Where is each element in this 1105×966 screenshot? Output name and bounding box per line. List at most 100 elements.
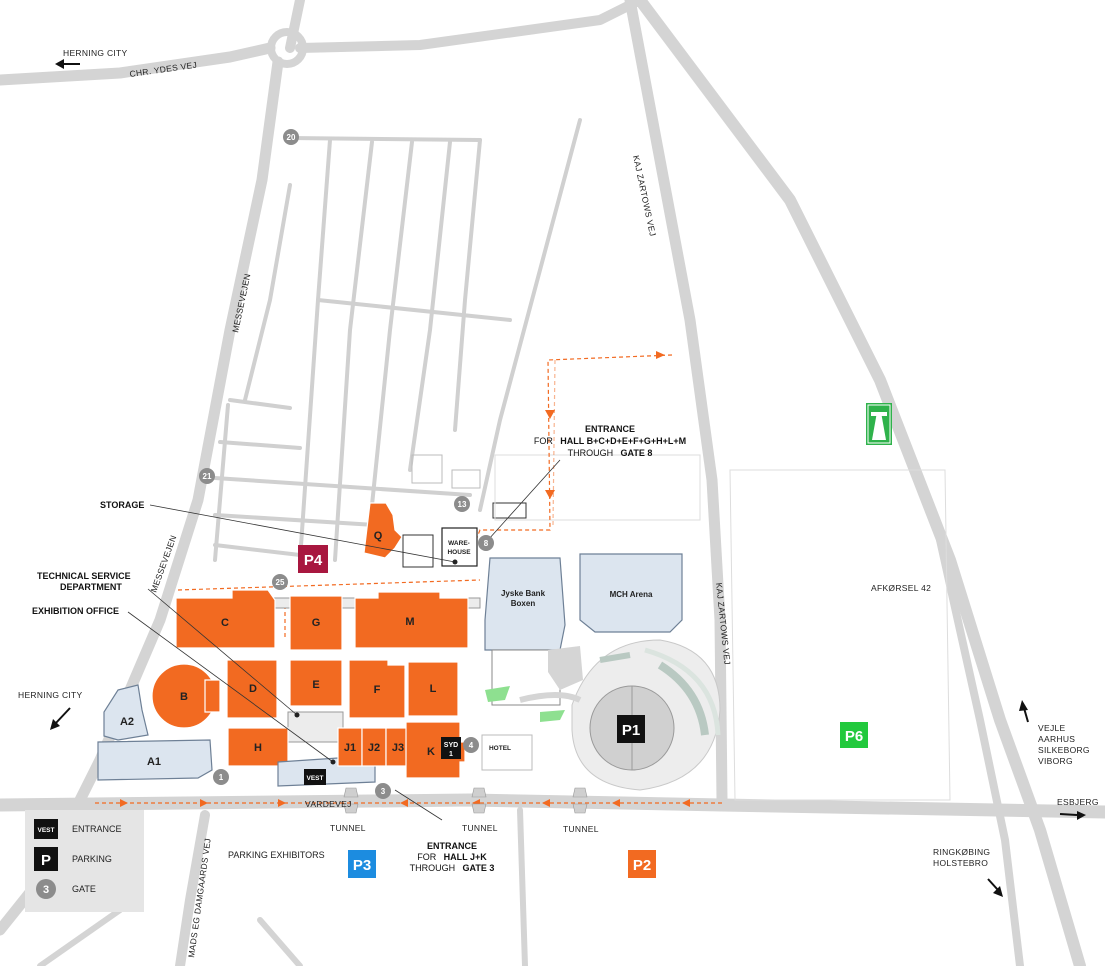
hall-m[interactable]: [354, 591, 469, 649]
dest-esbjerg: ESBJERG: [1057, 797, 1099, 807]
callout-lines: [127, 459, 561, 821]
svg-text:1: 1: [219, 773, 224, 782]
svg-text:P4: P4: [304, 552, 323, 569]
outdoor-area-grid: [213, 118, 951, 801]
dest-aarhus: AARHUS: [1038, 734, 1075, 744]
hall-j2[interactable]: [361, 727, 387, 767]
parking-p6[interactable]: P6: [840, 722, 868, 748]
hall-h[interactable]: [227, 727, 289, 767]
tunnel-label-1: TUNNEL: [330, 823, 366, 833]
callout-storage: STORAGE: [100, 500, 144, 510]
entrance-south-through: THROUGH GATE 3: [410, 858, 495, 875]
hall-k[interactable]: [405, 721, 466, 779]
callouts: STORAGE TECHNICAL SERVICE DEPARTMENT EXH…: [32, 424, 686, 875]
venue-labels: Jyske Bank Boxen MCH Arena WARE- HOUSE H…: [447, 540, 653, 752]
hall-j3-label: J3: [392, 742, 404, 754]
entrance-vest-label: VEST: [307, 775, 324, 782]
callout-exhibition-office: EXHIBITION OFFICE: [32, 606, 119, 616]
svg-text:20: 20: [287, 133, 296, 142]
svg-text:3: 3: [381, 787, 386, 796]
hall-f-label: F: [374, 684, 381, 696]
hall-m-label: M: [405, 616, 414, 628]
parking-p3[interactable]: P3: [348, 850, 376, 878]
svg-text:13: 13: [458, 500, 467, 509]
dest-vejle: VEJLE: [1038, 723, 1066, 733]
legend-parking-label: PARKING: [72, 854, 112, 864]
entrance-north-title: ENTRANCE: [585, 424, 635, 434]
svg-text:P3: P3: [353, 857, 371, 874]
entrance-north-through: THROUGH GATE 8: [568, 443, 653, 460]
callout-technical-2: DEPARTMENT: [60, 582, 122, 592]
parking-exhibitors-label: PARKING EXHIBITORS: [228, 850, 325, 860]
svg-text:P6: P6: [845, 728, 863, 745]
jyske-label-1: Jyske Bank: [501, 589, 546, 598]
entrance-syd-label-2: 1: [449, 751, 453, 758]
hall-a1-label: A1: [147, 756, 161, 768]
entrance-syd-box[interactable]: [441, 737, 461, 759]
hall-d-label: D: [249, 683, 257, 695]
entrance-vest-box[interactable]: [304, 769, 326, 785]
legend-entrance-swatch-label: VEST: [38, 827, 55, 834]
hall-a2-label: A2: [120, 716, 134, 728]
entrance-north-line: FOR HALL B+C+D+E+F+G+H+L+M: [534, 431, 686, 448]
hall-g[interactable]: [289, 595, 343, 651]
svg-text:21: 21: [203, 472, 212, 481]
parking-p2[interactable]: P2: [628, 850, 656, 878]
street-labels: HERNING CITY CHR. YDES VEJ MESSEVEJEN ME…: [18, 48, 1099, 958]
svg-text:P1: P1: [622, 722, 640, 739]
hall-q-label: Q: [374, 530, 383, 542]
gate-icon: 20 21 13 8 25 1 3 4: [199, 129, 494, 799]
hotel-label: HOTEL: [489, 745, 511, 752]
hall-a1[interactable]: [97, 739, 213, 781]
legend-entrance-swatch: [34, 819, 58, 839]
dest-ringkobing: RINGKØBING: [933, 847, 990, 857]
hall-e[interactable]: [289, 659, 343, 707]
warehouse-label-1: WARE-: [448, 540, 470, 547]
route-arrow-head: [545, 410, 555, 419]
hall-k-label: K: [427, 746, 435, 758]
svg-text:8: 8: [484, 539, 489, 548]
parking-p4[interactable]: P4: [298, 545, 328, 573]
hall-labels: C G M D E F L B H J1 J2 J3 K Q A1 A2: [120, 530, 437, 768]
dest-holstebro: HOLSTEBRO: [933, 858, 988, 868]
hall-l[interactable]: [407, 661, 459, 717]
hall-c-label: C: [221, 617, 229, 629]
hall-l-label: L: [430, 683, 437, 695]
roundabout: [267, 28, 307, 68]
entrance-syd-label-1: SYD: [444, 742, 458, 749]
parking-p1[interactable]: P1: [617, 715, 645, 743]
hall-b-annex: [204, 679, 221, 713]
tunnel-icon: [343, 787, 588, 814]
warehouse[interactable]: [441, 527, 478, 567]
herning-city-left: HERNING CITY: [18, 690, 83, 700]
hall-a2[interactable]: [103, 684, 149, 741]
legend-entrance-label: ENTRANCE: [72, 824, 122, 834]
dest-silkeborg: SILKEBORG: [1038, 745, 1090, 755]
tunnel-label-3: TUNNEL: [563, 824, 599, 834]
mch-arena[interactable]: [579, 553, 683, 633]
arrow-icon: [50, 59, 1086, 897]
hall-f[interactable]: [348, 659, 406, 719]
route-arrow-head: [656, 351, 665, 359]
mch-arena-label: MCH Arena: [610, 590, 653, 599]
motorway-icon: [866, 403, 892, 445]
hall-h-label: H: [254, 742, 262, 754]
hall-q[interactable]: [363, 502, 403, 559]
svg-text:P2: P2: [633, 857, 651, 874]
afkorsel-42: AFKØRSEL 42: [871, 583, 931, 593]
hall-d[interactable]: [226, 659, 278, 719]
vardevej-label: VARDEVEJ: [305, 799, 352, 809]
hotel[interactable]: [481, 734, 533, 771]
hall-j1-label: J1: [344, 742, 356, 754]
halls: [97, 502, 481, 787]
callout-technical-1: TECHNICAL SERVICE: [37, 571, 131, 581]
svg-text:4: 4: [469, 741, 474, 750]
hall-e-label: E: [312, 679, 319, 691]
dest-viborg: VIBORG: [1038, 756, 1073, 766]
svg-text:25: 25: [276, 578, 285, 587]
venue-fence-line: [177, 579, 481, 591]
tunnel-label-2: TUNNEL: [462, 823, 498, 833]
hall-b-label: B: [180, 691, 188, 703]
